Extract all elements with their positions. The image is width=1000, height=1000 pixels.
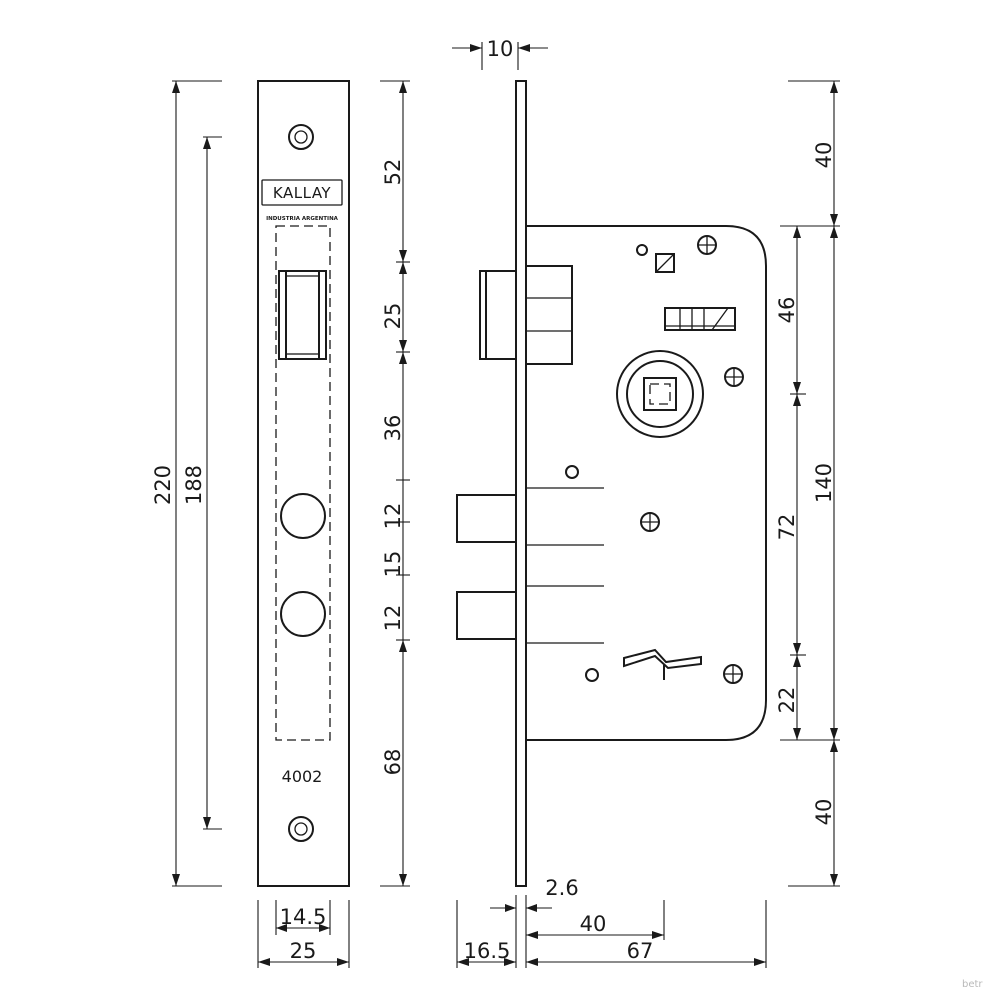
lock-side-view: [456, 80, 767, 887]
dimension-cutout-width: 14.5: [275, 900, 331, 935]
watermark: betr: [962, 979, 983, 990]
dimension-overall-height: 220: [151, 80, 222, 887]
screw-icon-hub: [724, 367, 744, 387]
dimension-bolt-projection: 16.5: [456, 900, 517, 968]
svg-text:220: 220: [151, 465, 175, 505]
svg-text:14.5: 14.5: [280, 905, 327, 929]
dimension-case-depth: 67: [526, 900, 767, 968]
svg-text:15: 15: [381, 551, 405, 578]
deadbolt-lower: [456, 585, 604, 644]
pin-hole-bottom: [585, 668, 599, 682]
top-screw-hole-icon: [288, 124, 314, 150]
slotted-lever: [664, 307, 736, 331]
dimension-plate-thickness: 2.6: [490, 876, 579, 915]
svg-text:10: 10: [487, 37, 514, 61]
svg-text:46: 46: [775, 297, 799, 324]
dimension-faceplate-width: 25: [257, 900, 350, 968]
brand-logo: KALLAY INDUSTRIA ARGENTINA: [261, 179, 343, 222]
svg-text:72: 72: [775, 514, 799, 541]
svg-text:40: 40: [580, 912, 607, 936]
screw-icon-top: [697, 235, 717, 255]
bolt-hole-lower: [280, 591, 326, 637]
dimension-screw-spacing: 188: [182, 136, 222, 830]
pin-hole-top: [636, 244, 648, 256]
faceplate-cutout-outline: [275, 225, 331, 741]
svg-text:68: 68: [381, 749, 405, 776]
bolt-hole-upper: [280, 493, 326, 539]
svg-text:140: 140: [812, 463, 836, 503]
svg-text:52: 52: [381, 159, 405, 186]
deadbolt-upper: [456, 487, 604, 546]
forend-plate: [515, 80, 527, 887]
svg-text:40: 40: [812, 142, 836, 169]
spindle-hub: [616, 350, 704, 438]
svg-text:67: 67: [627, 939, 654, 963]
svg-text:25: 25: [381, 303, 405, 330]
dimension-backset: 40: [525, 900, 665, 968]
svg-text:2.6: 2.6: [545, 876, 578, 900]
brand-subtitle: INDUSTRIA ARGENTINA: [266, 216, 339, 222]
dimension-forend-thickness: 10: [452, 37, 548, 70]
screw-icon-bottom: [723, 664, 743, 684]
svg-text:12: 12: [381, 605, 405, 632]
faceplate-outline: [257, 80, 350, 887]
svg-text:40: 40: [812, 799, 836, 826]
svg-text:22: 22: [775, 687, 799, 714]
latch-bolt: [479, 265, 573, 365]
small-square-tab: [655, 253, 675, 273]
screw-icon-middle: [640, 512, 660, 532]
bottom-screw-hole-icon: [288, 816, 314, 842]
svg-text:36: 36: [381, 415, 405, 442]
svg-text:12: 12: [381, 503, 405, 530]
key-lever: [623, 648, 702, 680]
latch-opening: [278, 270, 327, 360]
dimension-right-inner: 46 72 22: [775, 226, 806, 740]
model-number: 4002: [282, 767, 323, 786]
lock-case: [525, 225, 767, 741]
svg-text:16.5: 16.5: [464, 939, 511, 963]
svg-text:25: 25: [290, 939, 317, 963]
dimension-vertical-segments: 52 25 36 12 15 12 68: [380, 80, 410, 887]
svg-text:188: 188: [182, 465, 206, 505]
brand-name: KALLAY: [273, 184, 331, 202]
faceplate-front-view: KALLAY INDUSTRIA ARGENTINA 4002: [257, 80, 350, 887]
pin-hole-middle: [565, 465, 579, 479]
dimension-right-outer: 40 140 40: [780, 80, 840, 887]
